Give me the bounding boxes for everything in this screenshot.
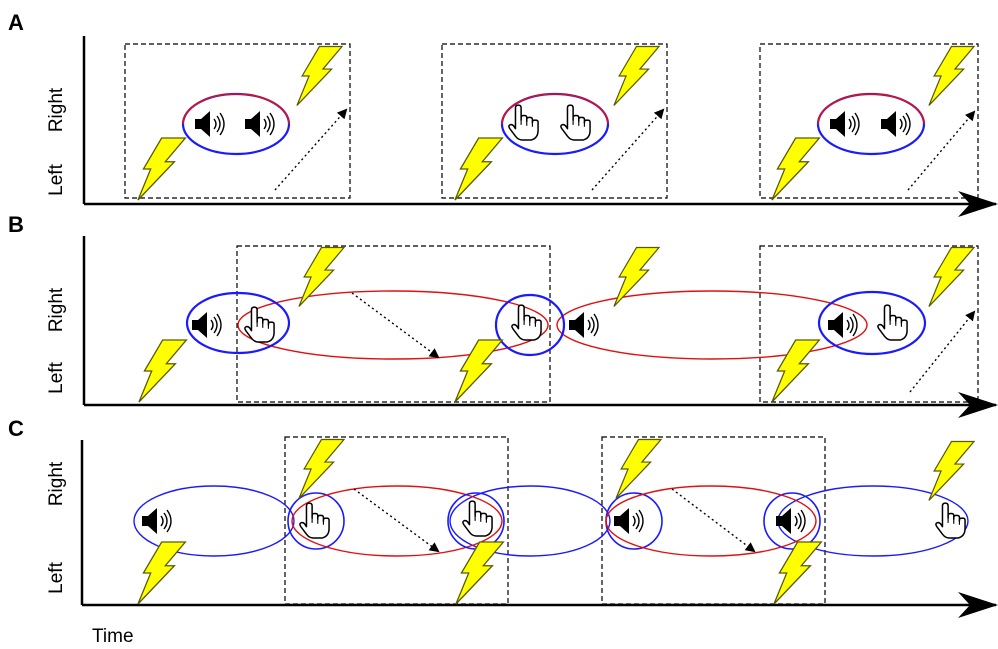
lightning-bolt-icon (928, 45, 975, 107)
panel-letter-c: C (8, 416, 24, 441)
pointing-hand-icon (935, 502, 966, 539)
pair-ellipse-red-arc (501, 93, 609, 125)
pair-ellipse-blue (133, 485, 295, 557)
y-axis-label-left: Left (46, 163, 67, 195)
pair-ellipse-red (291, 485, 503, 557)
pair-ellipse-blue (185, 291, 291, 355)
lightning-bolt-icon (773, 541, 823, 605)
trial-window (284, 436, 509, 605)
lightning-bolt-icon (296, 45, 343, 107)
pair-ellipse-blue (287, 492, 345, 550)
speaker-icon (880, 110, 911, 138)
trial-window (759, 245, 979, 403)
lightning-bolt-icon (454, 339, 504, 403)
dotted-arrow (351, 292, 440, 359)
lightning-bolt-icon (613, 45, 660, 107)
trial-window (441, 43, 668, 199)
dotted-arrow (671, 488, 756, 553)
dotted-arrow (274, 108, 348, 191)
lightning-bolt-icon (928, 440, 975, 502)
lightning-bolt-icon (137, 541, 187, 605)
pair-ellipse-red (605, 485, 817, 557)
dotted-arrow (591, 108, 665, 191)
speaker-icon (827, 311, 858, 339)
pointing-hand-icon (462, 500, 493, 537)
pair-ellipse-blue (494, 293, 566, 357)
lightning-bolt-icon (138, 339, 188, 403)
panel-a: A Right Left (8, 10, 998, 217)
pair-ellipse-red (237, 290, 549, 360)
pointing-hand-icon (299, 502, 330, 539)
pointing-hand-icon (877, 304, 908, 341)
speaker-icon (194, 110, 225, 138)
panel-b: B Right Left (8, 212, 998, 418)
y-axis-label-left: Left (46, 561, 67, 593)
pair-ellipse-blue (449, 485, 611, 557)
dotted-arrow (907, 110, 976, 191)
y-axis-label-left: Left (46, 361, 67, 393)
lightning-bolt-icon (454, 137, 504, 201)
pointing-hand-icon (560, 104, 591, 141)
lightning-bolt-icon (137, 137, 187, 201)
speaker-icon (191, 311, 222, 339)
time-axis-label: Time (92, 626, 134, 647)
pair-ellipse-red-arc (182, 93, 290, 125)
pair-ellipse-blue (817, 290, 927, 356)
y-axis-label-right: Right (46, 461, 67, 506)
speaker-icon (613, 507, 644, 535)
lightning-bolt-icon (615, 438, 662, 500)
y-axis-label-right: Right (46, 87, 67, 132)
lightning-bolt-icon (298, 438, 345, 500)
lightning-bolt-icon (771, 339, 821, 403)
pointing-hand-icon (511, 304, 542, 341)
lightning-bolt-icon (298, 246, 345, 308)
pair-ellipse-red (556, 290, 868, 360)
panel-letter-a: A (8, 10, 24, 35)
lightning-bolt-icon (613, 246, 660, 308)
speaker-icon (141, 507, 172, 535)
dotted-arrow (909, 310, 976, 393)
lightning-bolt-icon (455, 541, 505, 605)
trial-window (124, 43, 351, 199)
trial-window (601, 436, 826, 605)
lightning-bolt-icon (928, 246, 975, 308)
trial-window (236, 245, 551, 403)
pair-ellipse-red-arc (817, 93, 925, 125)
panel-c: C Right Left Time (8, 416, 998, 647)
panel-letter-b: B (8, 212, 24, 237)
speaker-icon (568, 311, 599, 339)
y-axis-label-right: Right (46, 287, 67, 332)
lightning-bolt-icon (771, 137, 821, 201)
speaker-icon (244, 110, 275, 138)
dotted-arrow (353, 488, 440, 553)
speaker-icon (829, 110, 860, 138)
pair-ellipse-blue (763, 492, 821, 550)
pointing-hand-icon (508, 104, 539, 141)
trial-window (759, 43, 979, 199)
